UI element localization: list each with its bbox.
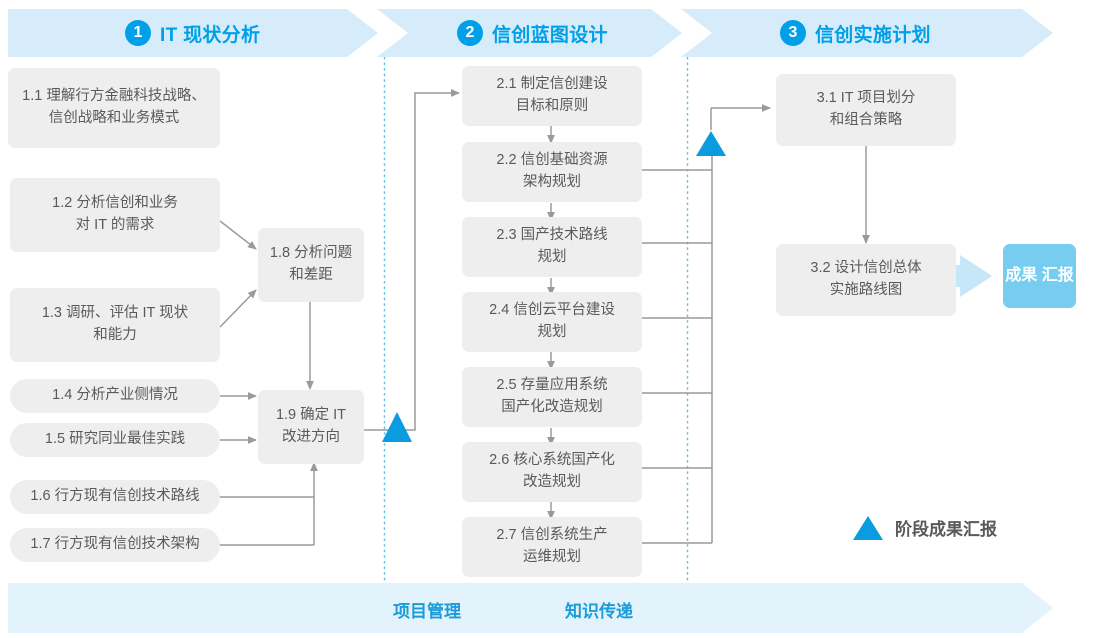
task-box-1-6[interactable]: 1.6 行方现有信创技术路线 <box>10 480 220 514</box>
footer-label-knowledge-transfer[interactable]: 知识传递 <box>565 602 633 621</box>
task-2-1-line-1: 2.1 制定信创建设 <box>496 76 608 93</box>
task-box-2-2[interactable]: 2.2 信创基础资源 架构规划 <box>462 142 642 202</box>
result-badge[interactable]: 成果 汇报 <box>1003 244 1076 308</box>
task-2-6-line-2: 改造规划 <box>523 474 581 490</box>
task-2-4-line-2: 规划 <box>537 324 567 340</box>
result-badge-line-2: 汇报 <box>1041 267 1074 285</box>
connectors-phase2-bus <box>641 155 713 544</box>
phase-title-3: 信创实施计划 <box>815 24 931 46</box>
task-box-1-9[interactable]: 1.9 确定 IT 改进方向 <box>258 390 364 464</box>
task-2-5-line-2: 国产化改造规划 <box>501 399 603 415</box>
milestone-triangle-phase2 <box>696 131 726 156</box>
task-box-3-1[interactable]: 3.1 IT 项目划分 和组合策略 <box>776 74 956 146</box>
task-1-6-line-1: 1.6 行方现有信创技术路线 <box>30 488 200 505</box>
task-2-1-line-2: 目标和原则 <box>515 98 589 114</box>
task-box-1-5[interactable]: 1.5 研究同业最佳实践 <box>10 423 220 457</box>
milestone-triangle-phase1 <box>382 412 412 442</box>
task-box-2-1[interactable]: 2.1 制定信创建设 目标和原则 <box>462 66 642 126</box>
phase-header-1[interactable]: 1 IT 现状分析 <box>125 16 260 50</box>
task-1-1-line-1: 1.1 理解行方金融科技战略、 <box>22 88 206 105</box>
legend: 阶段成果汇报 <box>853 515 997 540</box>
task-box-2-6[interactable]: 2.6 核心系统国产化 改造规划 <box>462 442 642 502</box>
task-1-3-line-1: 1.3 调研、评估 IT 现状 <box>41 305 189 322</box>
phase-number-3: 3 <box>780 20 806 46</box>
task-2-5-line-1: 2.5 存量应用系统 <box>496 377 608 394</box>
task-box-2-7[interactable]: 2.7 信创系统生产 运维规划 <box>462 517 642 577</box>
task-box-1-4[interactable]: 1.4 分析产业侧情况 <box>10 379 220 413</box>
task-1-2-line-2: 对 IT 的需求 <box>75 217 155 233</box>
task-3-1-line-2: 和组合策略 <box>829 112 903 128</box>
task-1-2-line-1: 1.2 分析信创和业务 <box>52 195 178 212</box>
task-box-2-4[interactable]: 2.4 信创云平台建设 规划 <box>462 292 642 352</box>
phase-header-2[interactable]: 2 信创蓝图设计 <box>457 16 608 50</box>
footer-label-project-management[interactable]: 项目管理 <box>393 602 461 621</box>
milestone-triangle-icon <box>853 515 883 540</box>
task-box-2-5[interactable]: 2.5 存量应用系统 国产化改造规划 <box>462 367 642 427</box>
task-2-7-line-2: 运维规划 <box>523 549 581 565</box>
task-3-2-line-1: 3.2 设计信创总体 <box>810 260 922 277</box>
task-1-9-line-2: 改进方向 <box>281 429 340 445</box>
legend-label: 阶段成果汇报 <box>895 520 997 539</box>
task-1-7-line-1: 1.7 行方现有信创技术架构 <box>30 536 200 553</box>
task-2-6-line-1: 2.6 核心系统国产化 <box>489 452 615 469</box>
task-2-7-line-1: 2.7 信创系统生产 <box>496 527 608 544</box>
task-1-4-line-1: 1.4 分析产业侧情况 <box>52 387 178 404</box>
phase-title-2: 信创蓝图设计 <box>492 24 608 46</box>
task-box-1-1[interactable]: 1.1 理解行方金融科技战略、 信创战略和业务模式 <box>8 68 220 148</box>
task-3-2-line-2: 实施路线图 <box>829 282 903 298</box>
task-1-5-line-1: 1.5 研究同业最佳实践 <box>44 431 186 448</box>
task-1-9-line-1: 1.9 确定 IT <box>275 407 347 424</box>
task-2-3-line-1: 2.3 国产技术路线 <box>496 227 608 244</box>
task-box-2-3[interactable]: 2.3 国产技术路线 规划 <box>462 217 642 277</box>
task-2-3-line-2: 规划 <box>537 249 567 265</box>
footer-band <box>8 583 1053 633</box>
task-box-1-2[interactable]: 1.2 分析信创和业务 对 IT 的需求 <box>10 178 220 252</box>
task-1-3-line-2: 和能力 <box>93 327 137 343</box>
task-2-2-line-2: 架构规划 <box>523 174 581 190</box>
result-badge-line-1: 成果 <box>1005 267 1038 285</box>
task-2-2-line-1: 2.2 信创基础资源 <box>496 152 608 169</box>
phase-number-1: 1 <box>125 20 151 46</box>
phase-title-1: IT 现状分析 <box>160 24 261 46</box>
task-box-1-7[interactable]: 1.7 行方现有信创技术架构 <box>10 528 220 562</box>
connector-phase1-to-phase2 <box>364 89 460 431</box>
task-3-1-line-1: 3.1 IT 项目划分 <box>816 90 916 107</box>
task-box-1-8[interactable]: 1.8 分析问题 和差距 <box>258 228 364 302</box>
phase-number-2: 2 <box>457 20 483 46</box>
task-1-8-line-2: 和差距 <box>289 267 333 283</box>
connector-phase2-to-phase3 <box>710 104 771 130</box>
task-1-1-line-2: 信创战略和业务模式 <box>48 110 180 126</box>
task-box-3-2[interactable]: 3.2 设计信创总体 实施路线图 <box>776 244 956 316</box>
task-1-8-line-1: 1.8 分析问题 <box>269 245 353 262</box>
task-2-4-line-1: 2.4 信创云平台建设 <box>489 302 615 319</box>
task-box-1-3[interactable]: 1.3 调研、评估 IT 现状 和能力 <box>10 288 220 362</box>
phase-header-3[interactable]: 3 信创实施计划 <box>780 16 931 50</box>
